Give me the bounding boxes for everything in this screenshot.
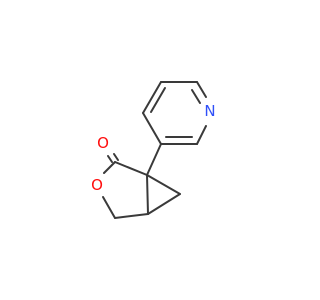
bond-carbonyl-double-a — [107, 155, 113, 163]
bond-c6-n1-single — [196, 81, 207, 98]
bond-c6-c5 — [147, 193, 181, 215]
nitrogen-atom-label: N — [204, 102, 215, 120]
bond-c4-c5-double — [150, 87, 166, 113]
bond-ch2-c5 — [114, 213, 149, 219]
pyridine-ring — [142, 81, 207, 145]
bond-carbonyl-carbon-ring-oxygen — [103, 161, 116, 174]
bond-n1-c2 — [196, 125, 207, 145]
bond-c3-c4 — [142, 112, 162, 145]
bond-c5-c1 — [146, 174, 149, 215]
bond-ring-oxygen-ch2 — [102, 196, 116, 219]
bond-carbonyl-double-b — [113, 153, 119, 161]
carbonyl-oxygen-atom-label: O — [97, 134, 109, 152]
bond-ring-junction-to-pyridine — [146, 143, 162, 176]
bond-c6-n1-double — [191, 89, 201, 104]
bond-c1-carbonyl-carbon — [114, 161, 148, 176]
bicyclic-lactone — [102, 143, 181, 219]
bond-c4-c5-single — [142, 81, 162, 114]
diagram-background — [0, 0, 300, 300]
ring-oxygen-atom-label: O — [91, 176, 103, 194]
molecule-structure-diagram: N O O — [0, 0, 300, 300]
bond-c1-c6 — [146, 174, 181, 195]
